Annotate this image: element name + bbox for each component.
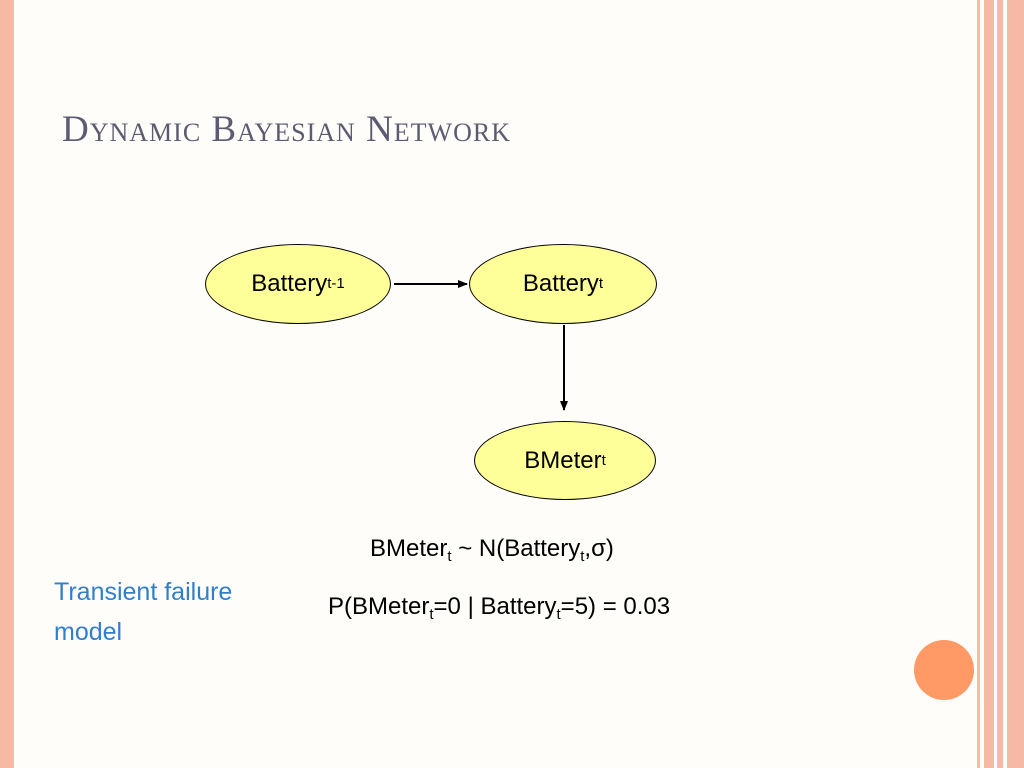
- equation-subscript: t: [556, 606, 561, 623]
- equation-text: =0 | Battery: [433, 593, 557, 620]
- node-label: BMeter: [524, 446, 602, 474]
- equation-sensor-model: BMetert ~ N(Batteryt,σ): [370, 535, 614, 565]
- equation-subscript: t: [580, 548, 585, 565]
- equation-text: ,σ): [584, 535, 614, 562]
- right-border-stripe: [997, 0, 1003, 768]
- node-label: Battery: [251, 270, 328, 297]
- left-border-gap: [14, 0, 16, 768]
- slide-title: Dynamic Bayesian Network: [62, 109, 511, 150]
- equation-failure-probability: P(BMetert=0 | Batteryt=5) = 0.03: [328, 593, 671, 623]
- equation-text: ~ N(Battery: [451, 535, 581, 562]
- equation-text: =5) = 0.03: [560, 593, 671, 620]
- decorative-orange-circle: [914, 640, 974, 700]
- right-border-stripe: [1007, 0, 1024, 768]
- equation-subscript: t: [447, 548, 452, 565]
- left-border-stripe: [0, 0, 14, 768]
- equation-text: BMeter: [370, 535, 448, 562]
- right-border-stripe: [977, 0, 980, 768]
- equation-subscript: t: [429, 606, 434, 623]
- node-label: Battery: [522, 270, 599, 297]
- right-border-stripe: [984, 0, 994, 768]
- transient-failure-note: Transient failure model: [54, 578, 233, 646]
- equation-text: P(BMeter: [328, 593, 430, 620]
